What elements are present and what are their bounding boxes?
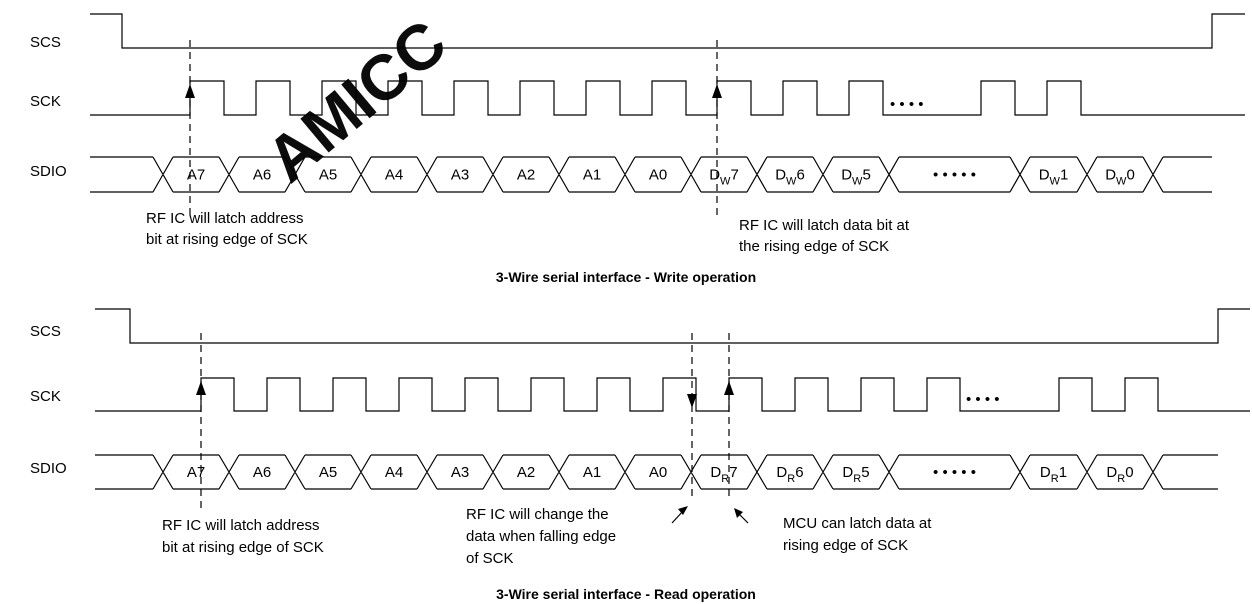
read-note-change-2: data when falling edge (466, 528, 616, 545)
write-bit-cell: DW0 (1105, 167, 1135, 188)
read-note-change-1: RF IC will change the (466, 506, 609, 523)
write-note-data-1: RF IC will latch data bit at (739, 217, 910, 234)
read-sck-wave (95, 377, 1250, 412)
read-sdio-label: SDIO (30, 460, 67, 477)
read-bit-cell: A2 (517, 464, 535, 481)
read-note-address-1: RF IC will latch address (162, 517, 320, 534)
read-bit-cell: DR7 (710, 464, 737, 485)
write-note-address-2: bit at rising edge of SCK (146, 231, 308, 248)
write-bit-cell: • • • • • (933, 167, 976, 184)
read-change-pointer-head (678, 506, 688, 515)
read-note-mcu-1: MCU can latch data at (783, 515, 932, 532)
write-caption: 3-Wire serial interface - Write operatio… (496, 269, 756, 285)
write-sck-dots: • • • • (890, 96, 924, 113)
read-bit-cell: A1 (583, 464, 601, 481)
write-address-rising-arrow (185, 84, 195, 98)
read-bit-cell: A5 (319, 464, 337, 481)
read-falling-arrow (687, 394, 697, 408)
read-note-change-3: of SCK (466, 550, 514, 567)
read-sck-label: SCK (30, 388, 61, 405)
read-diagram: SCS SCK SDIO • • • • A7 A6 A5 A4 A3 A2 A1 A0 DR7… (30, 308, 1250, 602)
write-bit-cell: A0 (649, 167, 667, 184)
write-sdio-bus (90, 156, 1212, 193)
write-bit-cell: DW1 (1039, 167, 1069, 188)
write-bit-cell: A4 (385, 167, 403, 184)
read-note-address-2: bit at rising edge of SCK (162, 539, 324, 556)
write-bit-cell: DW5 (841, 167, 871, 188)
read-bit-cell: DR1 (1040, 464, 1067, 485)
read-bit-cell: A7 (187, 464, 205, 481)
write-data-rising-arrow (712, 84, 722, 98)
write-diagram: SCS SCK SDIO • • • • A7 A6 A5 A4 A3 A2 A1 A0 DW7… (30, 13, 1245, 285)
read-caption: 3-Wire serial interface - Read operation (496, 586, 756, 602)
read-mcu-rising-arrow (724, 381, 734, 395)
read-address-rising-arrow (196, 381, 206, 395)
write-scs-wave (90, 13, 1245, 49)
read-bit-cell: A4 (385, 464, 403, 481)
read-scs-wave (95, 308, 1250, 344)
read-mcu-pointer-head (734, 508, 743, 518)
read-bit-cell: • • • • • (933, 464, 976, 481)
read-scs-label: SCS (30, 323, 61, 340)
read-bit-cell: A6 (253, 464, 271, 481)
write-sdio-label: SDIO (30, 163, 67, 180)
read-note-mcu-2: rising edge of SCK (783, 537, 908, 554)
write-bit-cell: DW6 (775, 167, 805, 188)
read-bit-cell: DR5 (842, 464, 869, 485)
write-scs-label: SCS (30, 34, 61, 51)
write-bit-cell: A6 (253, 167, 271, 184)
read-bit-cell: DR6 (776, 464, 803, 485)
write-bit-cell: A1 (583, 167, 601, 184)
write-bit-cell: A5 (319, 167, 337, 184)
write-bit-cell: A3 (451, 167, 469, 184)
write-bit-cell: DW7 (709, 167, 739, 188)
read-bit-cell: A0 (649, 464, 667, 481)
read-sdio-bus (95, 454, 1218, 490)
write-sck-label: SCK (30, 93, 61, 110)
write-note-data-2: the rising edge of SCK (739, 238, 889, 255)
write-note-address-1: RF IC will latch address (146, 210, 304, 227)
read-sck-dots: • • • • (966, 391, 1000, 408)
read-bit-cell: DR0 (1106, 464, 1133, 485)
write-sck-wave (90, 80, 1245, 116)
write-bit-cell: A7 (187, 167, 205, 184)
write-bit-cell: A2 (517, 167, 535, 184)
read-bit-cell: A3 (451, 464, 469, 481)
